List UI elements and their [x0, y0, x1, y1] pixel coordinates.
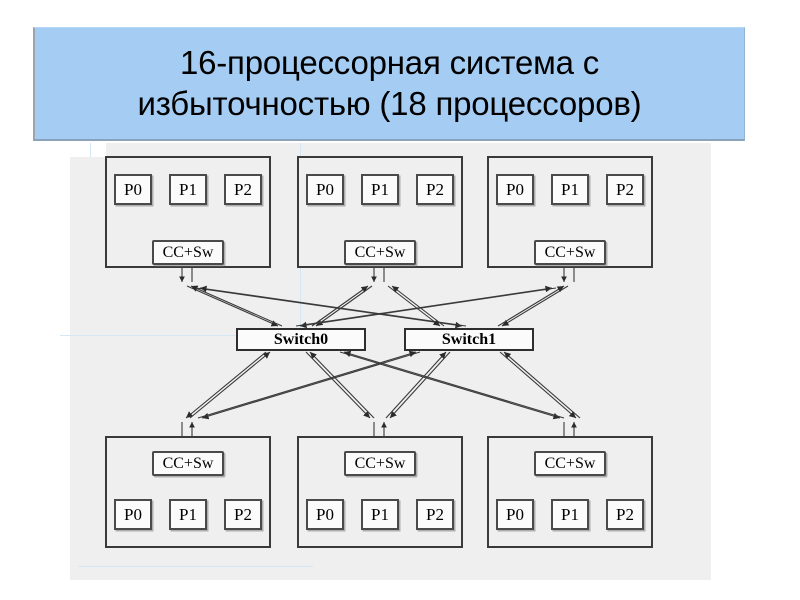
switch-node-1[interactable]: Switch1	[404, 328, 534, 351]
cache-switch-node[interactable]: CC+Sw	[344, 240, 416, 265]
processor-node-p0[interactable]: P0	[496, 499, 534, 530]
processor-node-p1[interactable]: P1	[551, 174, 589, 205]
processor-node-p1[interactable]: P1	[551, 499, 589, 530]
processor-node-p1[interactable]: P1	[169, 499, 207, 530]
cache-switch-node[interactable]: CC+Sw	[152, 240, 224, 265]
processor-node-p2[interactable]: P2	[224, 499, 262, 530]
diagram-canvas-notch	[70, 143, 106, 157]
processor-node-p1[interactable]: P1	[361, 174, 399, 205]
processor-node-p2[interactable]: P2	[416, 174, 454, 205]
processor-node-p1[interactable]: P1	[169, 174, 207, 205]
processor-node-p2[interactable]: P2	[606, 174, 644, 205]
processor-node-p0[interactable]: P0	[306, 499, 344, 530]
guide-line-horizontal-lower	[78, 566, 313, 567]
processor-node-p0[interactable]: P0	[114, 174, 152, 205]
slide-title-banner: 16-процессорная система с избыточностью …	[33, 27, 745, 141]
processor-node-p0[interactable]: P0	[306, 174, 344, 205]
cache-switch-node[interactable]: CC+Sw	[344, 451, 416, 476]
processor-node-p1[interactable]: P1	[361, 499, 399, 530]
guide-line-vertical-short	[90, 143, 91, 157]
processor-node-p0[interactable]: P0	[114, 499, 152, 530]
cache-switch-node[interactable]: CC+Sw	[152, 451, 224, 476]
processor-node-p2[interactable]: P2	[606, 499, 644, 530]
processor-node-p2[interactable]: P2	[416, 499, 454, 530]
cache-switch-node[interactable]: CC+Sw	[534, 240, 606, 265]
page-title: 16-процессорная система с избыточностью …	[137, 44, 642, 122]
cache-switch-node[interactable]: CC+Sw	[534, 451, 606, 476]
guide-line-horizontal	[60, 335, 310, 336]
processor-node-p0[interactable]: P0	[496, 174, 534, 205]
switch-node-0[interactable]: Switch0	[236, 328, 366, 351]
processor-node-p2[interactable]: P2	[224, 174, 262, 205]
